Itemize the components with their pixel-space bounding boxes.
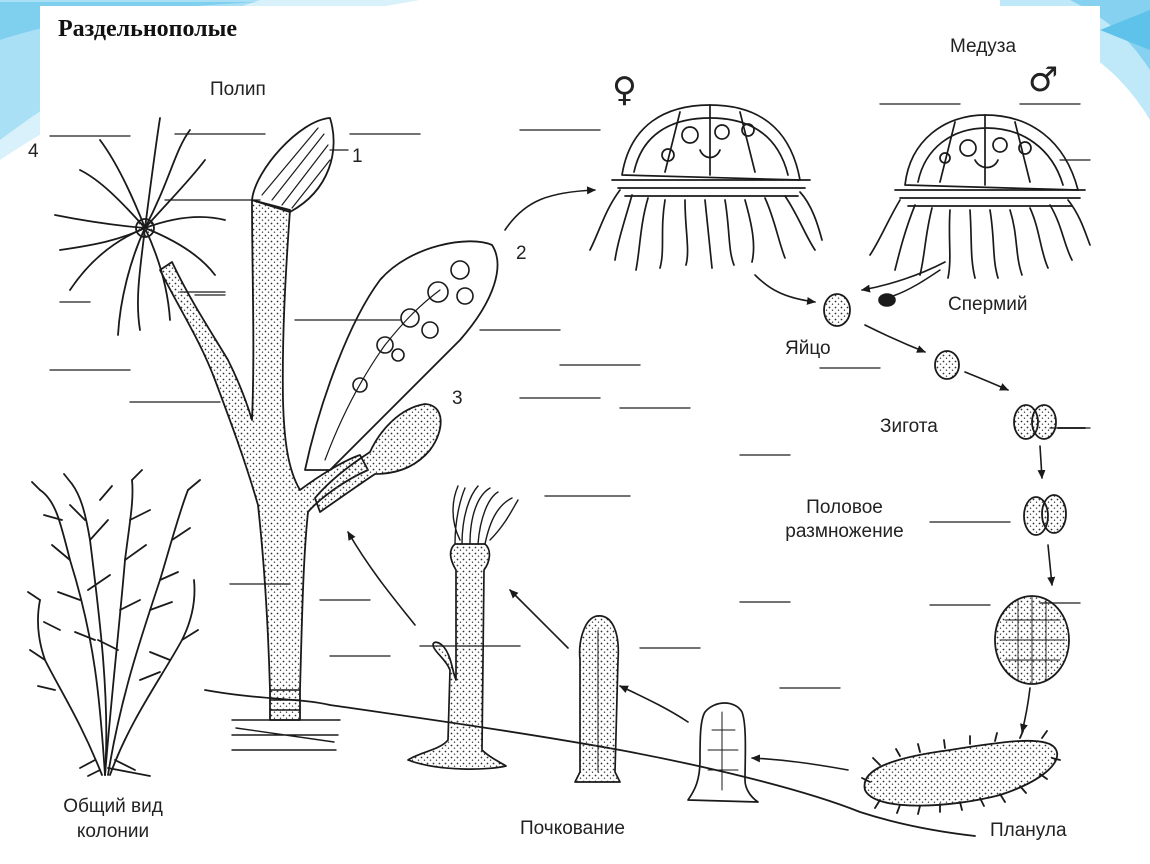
male-medusa-drawing xyxy=(870,115,1090,278)
diagram-sheet xyxy=(40,6,1100,864)
sperm-cell xyxy=(879,270,940,306)
label-polyp: Полип xyxy=(210,79,266,100)
medusa-bud xyxy=(315,404,441,512)
blastula xyxy=(995,596,1069,684)
young-polyp-1 xyxy=(575,616,620,782)
label-sexual-reproduction: Половое размножение xyxy=(785,497,904,542)
label-medusa: Медуза xyxy=(950,36,1017,57)
label-number-3: 3 xyxy=(452,388,463,409)
male-symbol-icon: ♂ xyxy=(1028,60,1059,100)
water-lines xyxy=(50,104,1090,688)
gonotheca xyxy=(305,241,497,470)
female-symbol-icon: ♀ xyxy=(612,70,637,110)
label-zygote: Зигота xyxy=(880,416,938,437)
young-polyp-2 xyxy=(408,486,518,769)
polyp-colony-drawing xyxy=(55,118,497,750)
label-colony-view: Общий вид колонии xyxy=(63,796,163,842)
cleavage-stage-2 xyxy=(1024,495,1066,535)
page-title: Раздельнополые xyxy=(58,16,238,42)
egg-cell xyxy=(824,294,850,326)
planula-larva xyxy=(862,731,1060,814)
cycle-arrows xyxy=(348,186,1056,770)
label-budding: Почкование xyxy=(520,818,625,839)
colony-stalk xyxy=(160,200,368,720)
settled-planula xyxy=(688,703,758,802)
label-sperm: Спермий xyxy=(948,294,1028,315)
colony-overview-drawing xyxy=(28,470,200,776)
cleavage-stage-1 xyxy=(1014,405,1085,439)
zygote-cell xyxy=(935,351,959,379)
label-egg: Яйцо xyxy=(785,338,831,359)
label-number-2: 2 xyxy=(516,243,527,264)
label-planula: Планула xyxy=(990,820,1067,841)
hydranth-cone xyxy=(252,118,334,212)
female-medusa-drawing xyxy=(590,105,822,270)
label-number-1: 1 xyxy=(352,146,363,167)
feeding-polyp-tentacles xyxy=(55,118,225,335)
label-number-4: 4 xyxy=(28,141,39,162)
